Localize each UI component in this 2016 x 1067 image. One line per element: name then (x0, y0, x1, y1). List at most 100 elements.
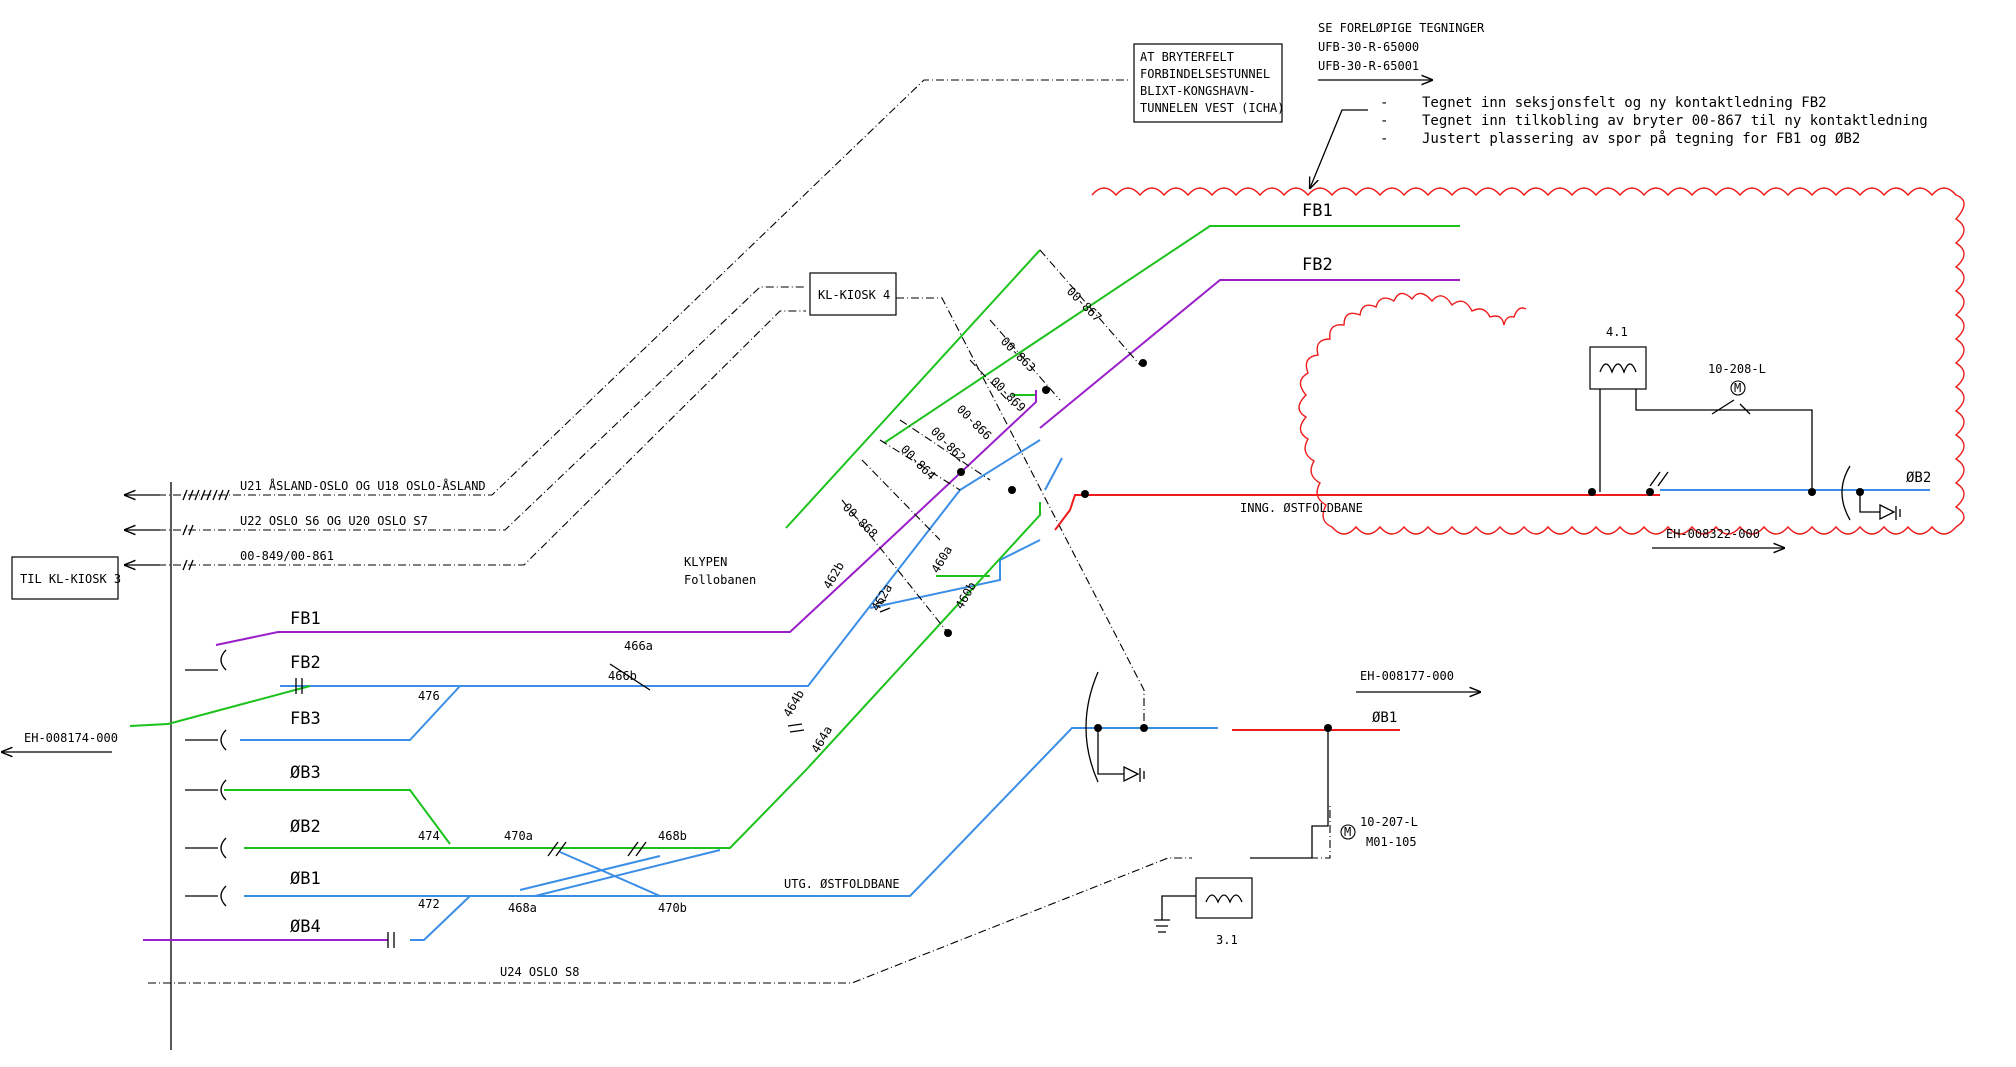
section-470b: 470b (658, 901, 687, 915)
section-470a: 470a (504, 829, 533, 843)
section-462a: 462a (868, 581, 895, 613)
transformer-4-1: 4.1 (1589, 325, 1647, 390)
cable-u24-label: U24 OSLO S8 (500, 965, 579, 979)
transformer-4-1-label: 4.1 (1606, 325, 1628, 339)
breaker-10-207-label: 10-207-L (1360, 815, 1418, 829)
section-472: 472 (418, 897, 440, 911)
at-bryterfelt-line-2: FORBINDELSESTUNNEL (1140, 67, 1270, 81)
track-ob2-right: ØB2 (1906, 470, 1931, 486)
revision-bullet-2: - (1380, 113, 1388, 129)
fb3-track (240, 685, 461, 741)
kl-kiosk-4-box: KL-KIOSK 4 (809, 272, 897, 316)
switch-00-864: 00-864 (898, 442, 939, 483)
notes-header-line-2: UFB-30-R-65000 (1318, 40, 1419, 54)
cable-u24-b (1250, 805, 1331, 859)
transformer-3-1-label: 3.1 (1216, 933, 1238, 947)
track-ob4: ØB4 (290, 917, 321, 937)
blue-inng (1044, 457, 1063, 491)
notes-header-line-3: UFB-30-R-65001 (1318, 59, 1419, 73)
section-460b: 460b (952, 579, 979, 611)
section-464a: 464a (808, 723, 835, 755)
track-ob1: ØB1 (290, 869, 321, 889)
track-fb2-top: FB2 (1302, 255, 1333, 275)
ob1-bracket (1085, 671, 1099, 783)
cable-u21 (128, 79, 1130, 496)
m01-105-label: M01-105 (1366, 835, 1417, 849)
track-fb2: FB2 (290, 653, 321, 673)
section-468a: 468a (508, 901, 537, 915)
til-kl-kiosk-3-label: TIL KL-KIOSK 3 (20, 572, 121, 586)
motor-10-208-label: M (1734, 381, 1741, 395)
green-fb2-feed (129, 685, 311, 727)
feed-10-207 (1250, 728, 1329, 859)
section-468b: 468b (658, 829, 687, 843)
revision-item-2: Tegnet inn tilkobling av bryter 00-867 t… (1422, 113, 1928, 129)
motor-10-207 (1340, 824, 1356, 840)
track-ob2: ØB2 (290, 817, 321, 837)
revision-list: - Tegnet inn seksjonsfelt og ny kontaktl… (1380, 95, 1928, 147)
utg-label: UTG. ØSTFOLDBANE (784, 877, 900, 891)
cable-kiosk4-down (896, 297, 1145, 730)
til-kl-kiosk-3-box: TIL KL-KIOSK 3 (11, 556, 121, 600)
ref-eh-008177: EH-008177-000 (1360, 669, 1454, 683)
ob2-right-ground (1859, 492, 1901, 521)
section-474: 474 (418, 829, 440, 843)
motor-10-207-label: M (1344, 825, 1351, 839)
fb2-track (280, 439, 1041, 687)
cable-u22-label: U22 OSLO S6 OG U20 OSLO S7 (240, 514, 428, 528)
cable-u22-ticks (182, 524, 194, 536)
section-476: 476 (418, 689, 440, 703)
revision-bullet-3: - (1380, 131, 1388, 147)
notes-leader (1310, 109, 1368, 188)
section-464b: 464b (780, 687, 807, 719)
cable-u21-ticks (182, 489, 230, 501)
track-ob1-right: ØB1 (1372, 710, 1397, 726)
section-466b: 466b (608, 669, 637, 683)
ob2-right-bracket (1841, 465, 1851, 521)
feeder-stubs (185, 649, 227, 907)
at-bryterfelt-line-3: BLIXT-KONGSHAVN- (1140, 84, 1256, 98)
klypen-label: KLYPEN (684, 555, 727, 569)
notes-header-line-1: SE FORELØPIGE TEGNINGER (1318, 21, 1485, 35)
ob1-track (244, 727, 1218, 897)
ob1-blue-cross (519, 855, 661, 891)
revision-item-1: Tegnet inn seksjonsfelt og ny kontaktled… (1422, 95, 1827, 111)
section-462b: 462b (820, 559, 847, 591)
cable-849-label: 00-849/00-861 (240, 549, 334, 563)
transformer-3-1: 3.1 (1195, 877, 1253, 947)
switch-leaders (841, 249, 1141, 634)
section-466a: 466a (624, 639, 653, 653)
kl-kiosk-4-label: KL-KIOSK 4 (818, 288, 890, 302)
ob3-track (224, 789, 451, 845)
cable-u24 (148, 857, 1192, 984)
cable-u22 (128, 286, 806, 531)
track-ob3: ØB3 (290, 763, 321, 783)
motor-10-208 (1730, 380, 1746, 396)
revision-bullet-1: - (1380, 95, 1388, 111)
inng-label: INNG. ØSTFOLDBANE (1240, 501, 1363, 515)
ob1-ground (1097, 728, 1145, 783)
ref-eh-008174: EH-008174-000 (24, 731, 118, 745)
track-fb1: FB1 (290, 609, 321, 629)
at-bryterfelt-box: AT BRYTERFELT FORBINDELSESTUNNEL BLIXT-K… (1133, 43, 1285, 123)
fb1-track (215, 390, 1037, 646)
fb1-top-track (1039, 279, 1460, 429)
revision-cloud (1091, 187, 1965, 535)
section-460a: 460a (928, 543, 955, 575)
switch-00-868: 00-868 (840, 500, 881, 541)
green-switch-line-2 (883, 225, 1460, 444)
track-fb1-top: FB1 (1302, 201, 1333, 221)
ref-eh-008322: EH-008322-000 (1666, 527, 1760, 541)
ob2-track (244, 502, 1041, 849)
ob-blue-x (534, 849, 721, 897)
cable-u21-label: U21 ÅSLAND-OSLO OG U18 OSLO-ÅSLAND (240, 478, 486, 493)
switch-00-866: 00-866 (954, 402, 995, 443)
inng-red-track (1054, 494, 1590, 531)
switch-00-862: 00-862 (928, 424, 969, 465)
cable-849 (128, 310, 806, 566)
at-bryterfelt-line-1: AT BRYTERFELT (1140, 50, 1234, 64)
insulators (295, 471, 1669, 948)
green-switch-line-1 (785, 249, 1041, 529)
